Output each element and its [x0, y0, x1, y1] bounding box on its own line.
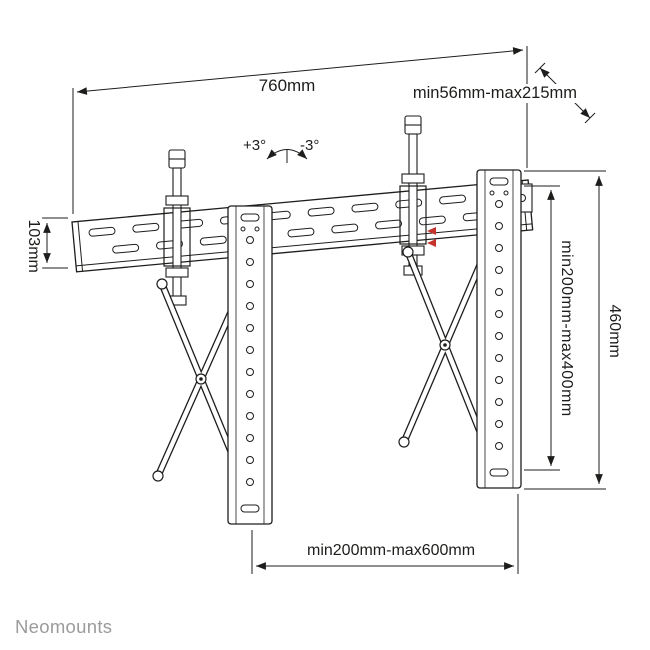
dim-vesa-vertical-range: min200mm-max400mm — [556, 239, 576, 417]
dim-total-width: 760mm — [258, 76, 316, 95]
scissor-pivots — [152, 246, 451, 482]
tilt-minus-label: -3° — [300, 137, 320, 154]
dim-bracket-height: 460mm — [604, 303, 624, 360]
dim-vesa-horizontal-range: min200mm-max600mm — [306, 542, 476, 561]
dim-rail-height: 103mm — [23, 218, 43, 275]
dim-depth-range: min56mm-max215mm — [411, 84, 578, 103]
right-tv-bracket — [476, 169, 522, 489]
left-tv-bracket — [227, 205, 273, 525]
brand-logo: Neomounts — [15, 616, 113, 637]
dimension-lines — [42, 46, 606, 574]
wall-rail — [71, 179, 534, 273]
tilt-plus-label: +3° — [243, 137, 267, 154]
red-adjustment-indicator — [427, 227, 436, 247]
left-adjustment-rod — [163, 149, 191, 306]
